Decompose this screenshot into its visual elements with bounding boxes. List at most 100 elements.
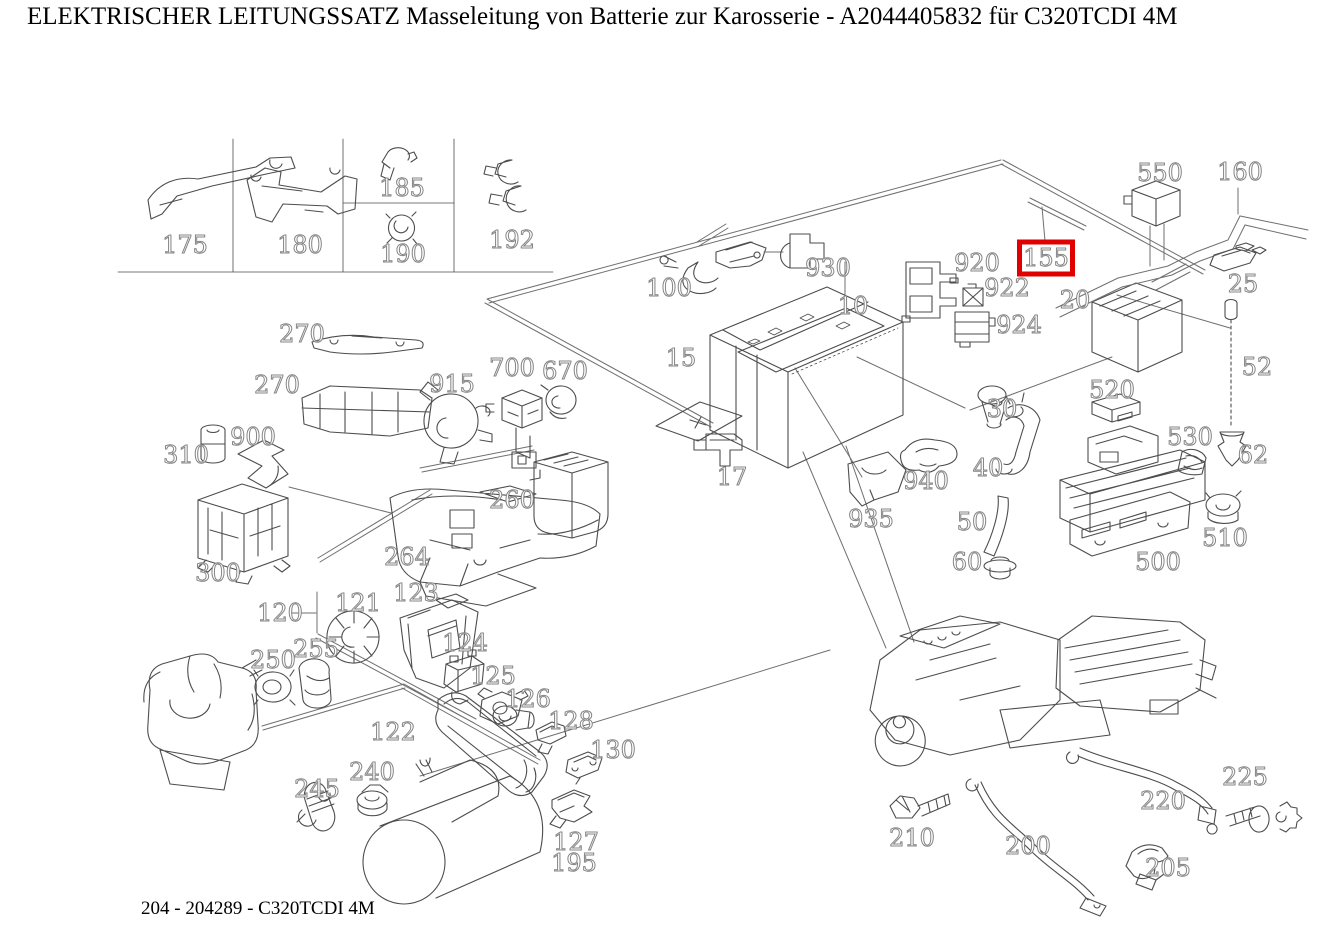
highlight-box-155 bbox=[1017, 239, 1075, 277]
part-label-20-43: 20 bbox=[1060, 286, 1091, 314]
part-label-264-10: 264 bbox=[384, 543, 430, 571]
part-label-121-16: 121 bbox=[335, 589, 381, 617]
part-label-100-30: 100 bbox=[646, 274, 692, 302]
pump-915-drawing bbox=[419, 381, 493, 465]
clamp-128-drawing bbox=[535, 721, 567, 755]
part-label-270-6: 270 bbox=[254, 371, 300, 399]
part-label-310-7: 310 bbox=[163, 441, 209, 469]
part-label-924-39: 924 bbox=[996, 311, 1042, 339]
part-label-190-3: 190 bbox=[380, 240, 426, 268]
part-label-922-38: 922 bbox=[984, 274, 1030, 302]
part-label-124-20: 124 bbox=[442, 629, 488, 657]
cover-260-drawing bbox=[529, 451, 609, 539]
terminal-cover-930-drawing bbox=[780, 233, 825, 269]
screw-52-drawing bbox=[1224, 298, 1238, 429]
clip-205-drawing bbox=[1125, 844, 1169, 891]
part-label-52-45: 52 bbox=[1242, 353, 1273, 381]
relay-924-drawing bbox=[954, 311, 996, 348]
part-label-25-44: 25 bbox=[1228, 270, 1259, 298]
relay-550-drawing bbox=[1123, 180, 1181, 267]
assembly-264-drawing bbox=[389, 485, 601, 607]
cap-255-drawing bbox=[298, 658, 332, 709]
part-label-185-2: 185 bbox=[379, 174, 425, 202]
part-label-220-57: 220 bbox=[1140, 787, 1186, 815]
grommet-250-drawing bbox=[253, 669, 296, 706]
part-label-125-21: 125 bbox=[470, 662, 516, 690]
part-label-50-49: 50 bbox=[957, 508, 988, 536]
bracket-17-drawing bbox=[693, 433, 743, 467]
part-label-15-33: 15 bbox=[666, 344, 697, 372]
part-label-260-14: 260 bbox=[489, 486, 535, 514]
part-label-510-53: 510 bbox=[1202, 524, 1248, 552]
part-label-192-4: 192 bbox=[489, 226, 535, 254]
bracket-270a-drawing bbox=[311, 334, 424, 355]
grommet-30-drawing bbox=[977, 385, 1007, 429]
part-label-30-47: 30 bbox=[987, 395, 1018, 423]
part-label-700-12: 700 bbox=[489, 354, 535, 382]
part-label-520-51: 520 bbox=[1089, 376, 1135, 404]
grommet-62-drawing bbox=[1217, 431, 1247, 467]
part-label-40-48: 40 bbox=[973, 454, 1004, 482]
reference-grid bbox=[117, 138, 554, 273]
part-label-155-40: 155 bbox=[1023, 244, 1069, 272]
part-label-123-17: 123 bbox=[393, 579, 439, 607]
pump-124-drawing bbox=[443, 649, 485, 705]
part-label-920-37: 920 bbox=[954, 249, 1000, 277]
connector-245-drawing bbox=[296, 781, 336, 832]
part-label-930-31: 930 bbox=[805, 254, 851, 282]
ground-cable-200-drawing bbox=[965, 778, 1107, 917]
grommet-670-drawing bbox=[540, 384, 577, 419]
engine-transmission-drawing bbox=[869, 615, 1217, 767]
part-label-205-59: 205 bbox=[1145, 854, 1191, 882]
battery-10-drawing bbox=[709, 286, 904, 469]
hose-50-drawing bbox=[983, 495, 1009, 557]
duct-122-drawing bbox=[435, 692, 548, 797]
bracket-180-drawing bbox=[246, 167, 358, 223]
part-label-500-54: 500 bbox=[1135, 548, 1181, 576]
clip-940-drawing bbox=[899, 438, 958, 473]
part-label-940-36: 940 bbox=[903, 467, 949, 495]
bracket-920-drawing bbox=[901, 261, 959, 323]
part-label-128-23: 128 bbox=[548, 707, 594, 735]
part-label-60-50: 60 bbox=[952, 548, 983, 576]
part-label-10-32: 10 bbox=[838, 292, 869, 320]
part-label-210-55: 210 bbox=[889, 824, 935, 852]
part-label-195-29: 195 bbox=[551, 849, 597, 877]
part-label-550-41: 550 bbox=[1137, 159, 1183, 187]
bracket-270b-drawing bbox=[301, 385, 433, 437]
part-label-17-34: 17 bbox=[717, 463, 748, 491]
part-label-175-0: 175 bbox=[162, 231, 208, 259]
part-label-935-35: 935 bbox=[848, 505, 894, 533]
part-label-225-58: 225 bbox=[1222, 763, 1268, 791]
wedge-935-drawing bbox=[847, 451, 907, 507]
part-label-900-8: 900 bbox=[230, 423, 276, 451]
ground-cable-220-drawing bbox=[1066, 747, 1218, 835]
part-label-300-9: 300 bbox=[195, 559, 241, 587]
part-label-62-46: 62 bbox=[1238, 441, 1269, 469]
starter-drawing bbox=[362, 757, 544, 905]
nut-190-drawing bbox=[385, 211, 418, 245]
part-label-127-28: 127 bbox=[553, 828, 599, 856]
part-label-530-52: 530 bbox=[1167, 423, 1213, 451]
construction-lines bbox=[261, 159, 1231, 777]
clips-192-drawing bbox=[483, 159, 527, 213]
sleeve-310-drawing bbox=[200, 424, 226, 464]
part-label-670-13: 670 bbox=[542, 357, 588, 385]
part-label-240-26: 240 bbox=[349, 758, 395, 786]
screw-225-drawing bbox=[1225, 801, 1303, 833]
part-label-270-5: 270 bbox=[279, 320, 325, 348]
nut-510-drawing bbox=[1205, 490, 1242, 524]
cap-530-drawing bbox=[1177, 448, 1207, 476]
part-label-200-56: 200 bbox=[1005, 832, 1051, 860]
clamp-127-drawing bbox=[549, 789, 593, 829]
elbow-40-drawing bbox=[995, 392, 1041, 475]
part-label-122-25: 122 bbox=[370, 718, 416, 746]
part-label-130-24: 130 bbox=[590, 736, 636, 764]
module-300-drawing bbox=[197, 483, 291, 585]
screw-185-drawing bbox=[380, 147, 418, 181]
part-label-180-1: 180 bbox=[277, 231, 323, 259]
battery-mat-15-drawing bbox=[655, 401, 743, 442]
